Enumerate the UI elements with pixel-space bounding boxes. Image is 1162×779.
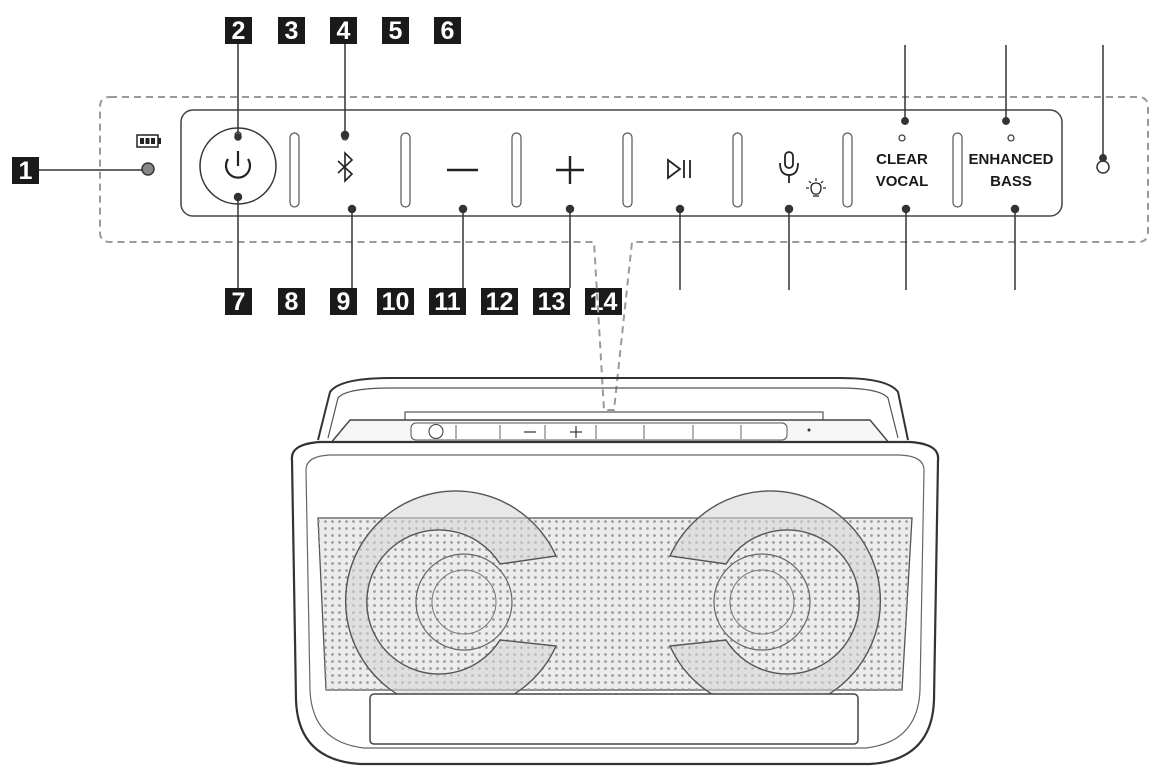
mic-light-button[interactable] bbox=[779, 151, 826, 197]
callout-10: 10 bbox=[382, 288, 410, 316]
play-pause-icon bbox=[667, 158, 691, 180]
callout-11: 11 bbox=[434, 288, 461, 316]
speaker-grille bbox=[317, 517, 913, 691]
callout-12: 12 bbox=[486, 288, 514, 316]
control-panel bbox=[180, 109, 1063, 217]
callout-top-row: 2 3 4 5 6 bbox=[225, 17, 461, 45]
clear-vocal-button[interactable]: CLEAR VOCAL bbox=[876, 134, 929, 190]
callout-8: 8 bbox=[285, 288, 299, 316]
power-icon bbox=[224, 151, 252, 179]
callout-bottom-row: 7 8 9 10 11 12 13 14 bbox=[225, 288, 622, 316]
clear-vocal-label-2: VOCAL bbox=[876, 173, 929, 190]
left-driver bbox=[345, 490, 558, 712]
volume-up-button[interactable] bbox=[556, 156, 584, 184]
callout-9: 9 bbox=[337, 288, 351, 316]
callout-7: 7 bbox=[232, 288, 246, 316]
battery-indicator bbox=[136, 134, 161, 176]
callout-2: 2 bbox=[232, 17, 246, 45]
bluetooth-icon bbox=[337, 151, 354, 183]
callout-3: 3 bbox=[285, 17, 299, 45]
callout-6: 6 bbox=[441, 17, 455, 45]
callout-14: 14 bbox=[590, 288, 618, 316]
plus-icon bbox=[556, 156, 584, 184]
clear-vocal-label-1: CLEAR bbox=[876, 151, 928, 168]
play-pause-button[interactable] bbox=[667, 158, 691, 180]
enhanced-bass-button[interactable]: ENHANCED BASS bbox=[968, 134, 1054, 190]
callout-5: 5 bbox=[389, 17, 403, 45]
callout-13: 13 bbox=[538, 288, 566, 316]
light-icon bbox=[806, 178, 826, 197]
speaker-body bbox=[290, 377, 940, 766]
callout-1: 1 bbox=[19, 157, 33, 185]
battery-led bbox=[141, 162, 155, 176]
zoom-frame bbox=[99, 96, 1149, 411]
battery-icon bbox=[136, 134, 161, 148]
enhanced-bass-label-1: ENHANCED bbox=[968, 151, 1053, 168]
enhanced-bass-label-2: BASS bbox=[990, 173, 1032, 190]
enhanced-bass-led bbox=[1007, 134, 1015, 142]
sensor-hole bbox=[1096, 160, 1110, 174]
right-driver bbox=[668, 490, 881, 712]
callout-left: 1 bbox=[12, 157, 144, 185]
microphone-icon bbox=[779, 151, 799, 183]
callout-4: 4 bbox=[337, 17, 351, 45]
clear-vocal-led bbox=[898, 134, 906, 142]
leader-lines bbox=[233, 44, 1107, 290]
